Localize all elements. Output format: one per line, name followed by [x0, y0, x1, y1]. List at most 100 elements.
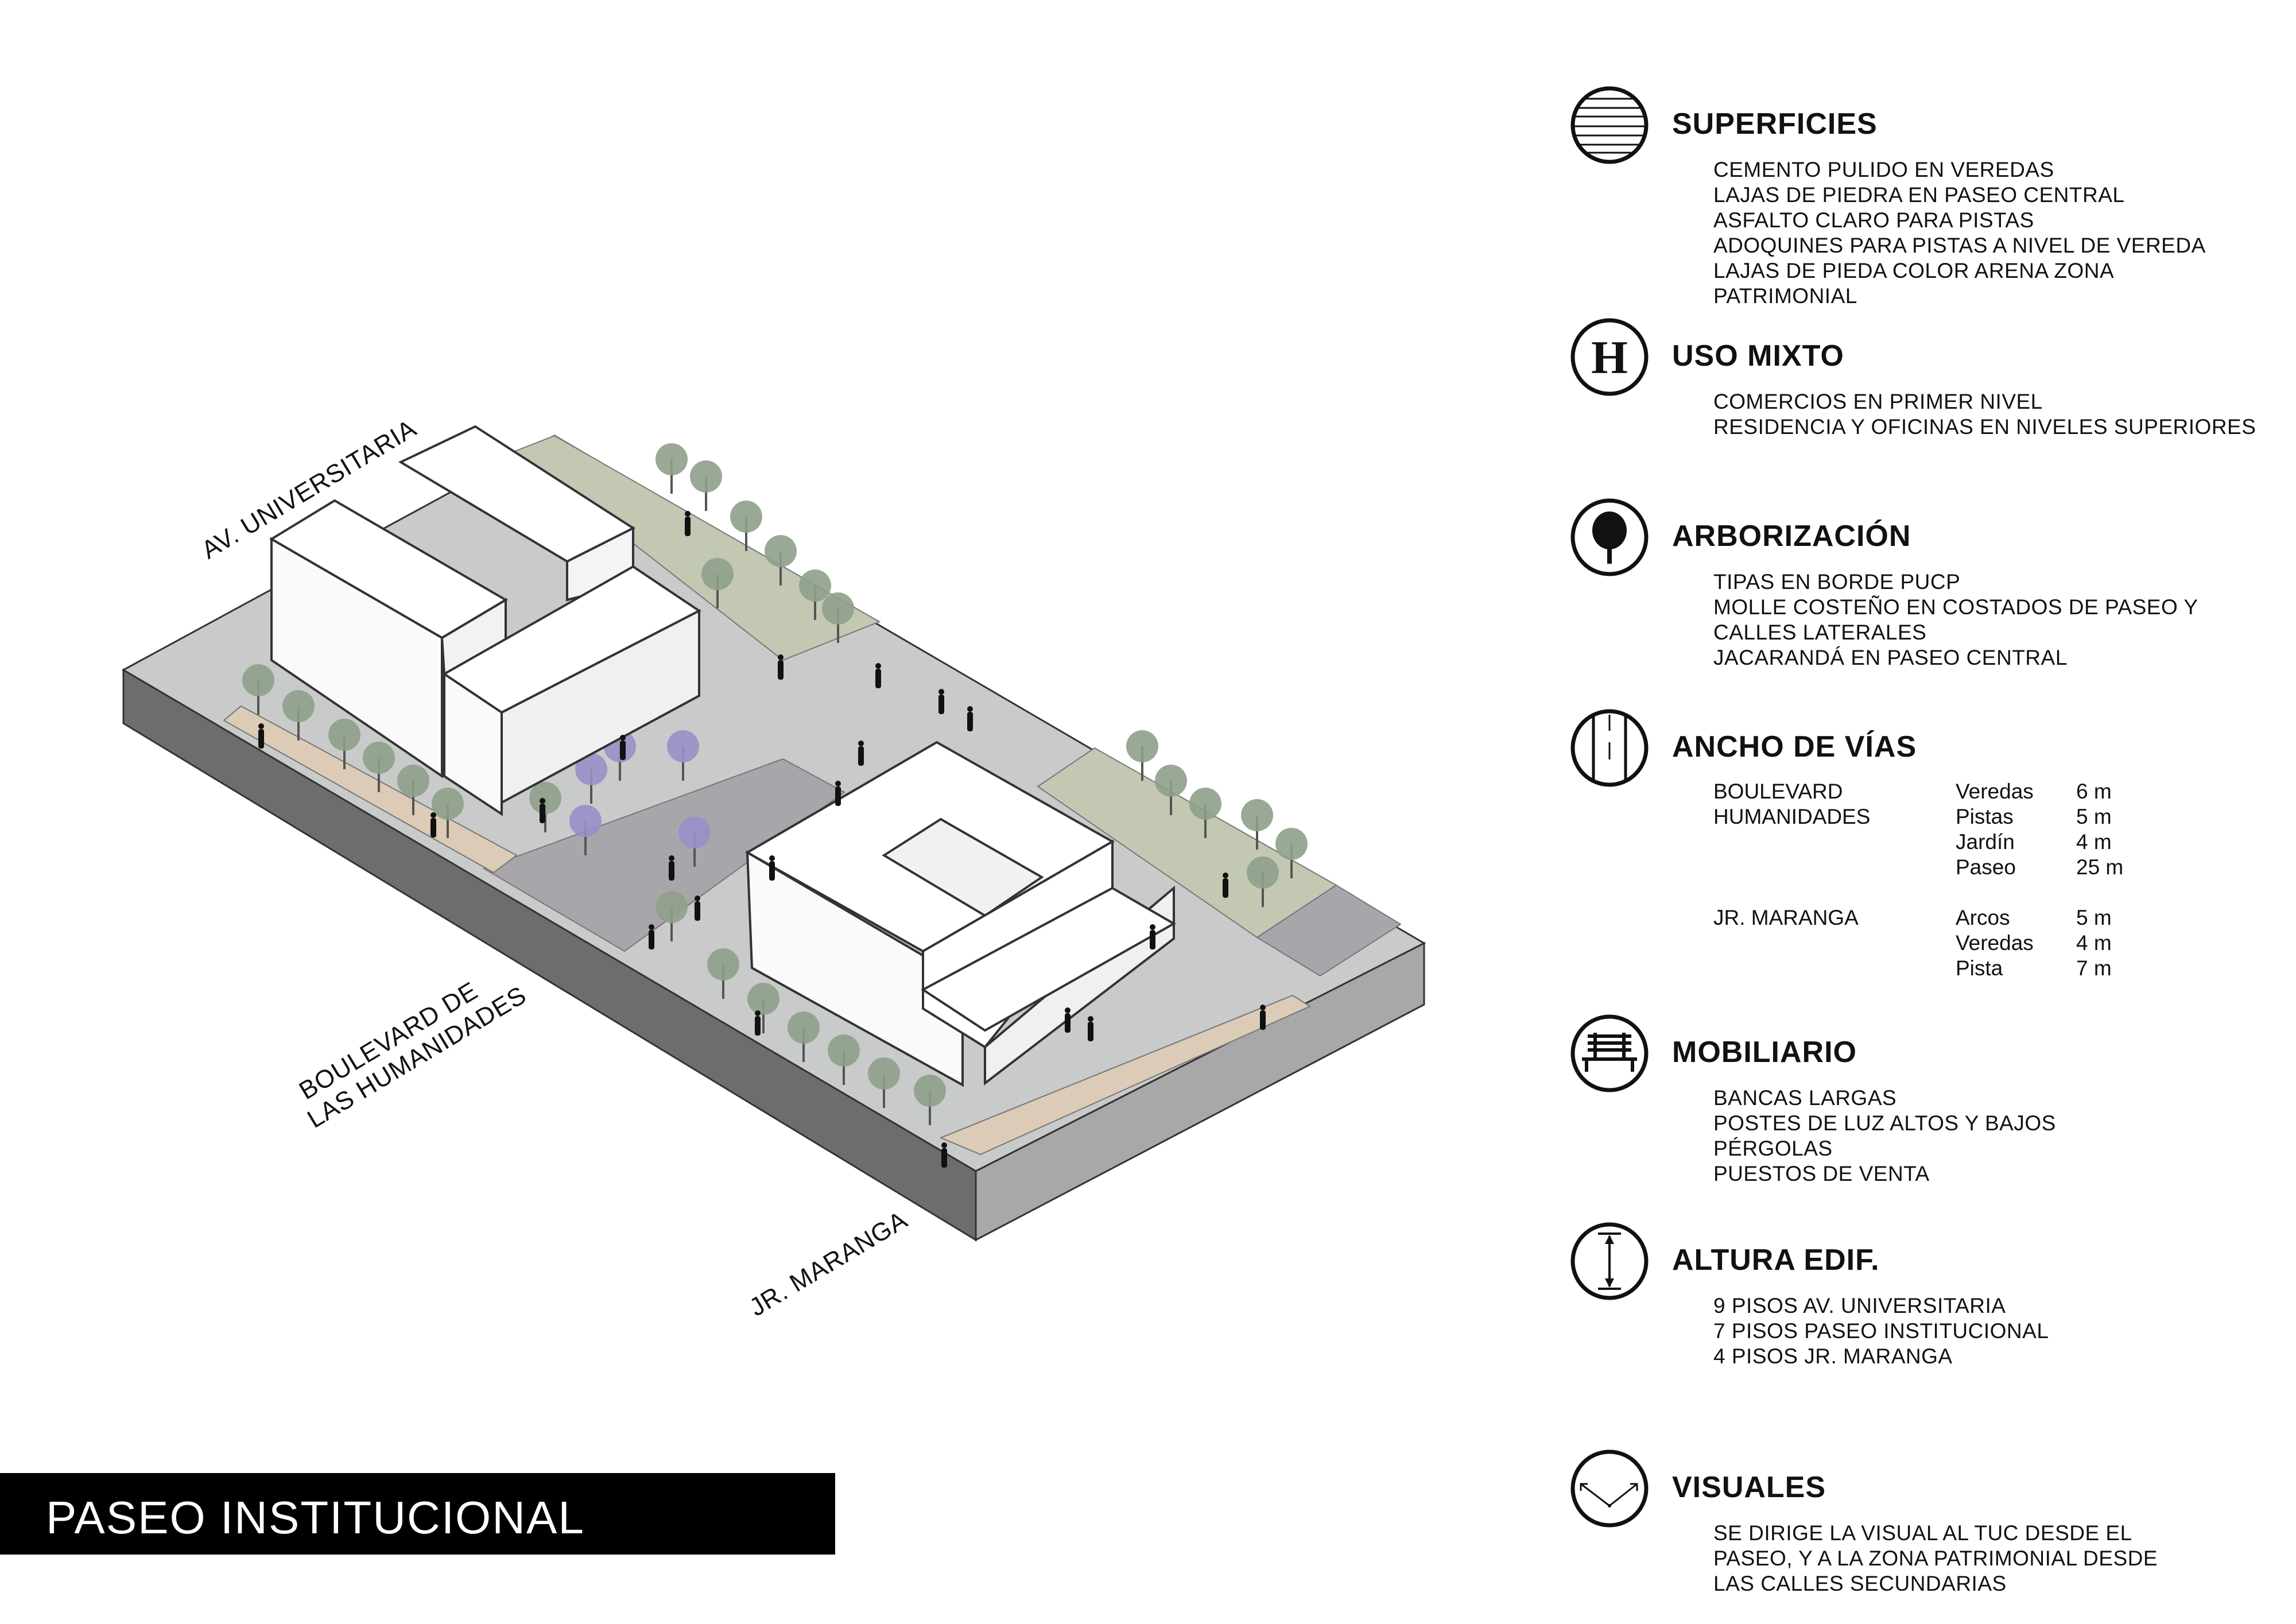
tree-icon: [1570, 498, 1649, 576]
legend-heading: ARBORIZACIÓN: [1672, 520, 1911, 553]
page-title: PASEO INSTITUCIONAL: [46, 1492, 585, 1543]
pedestrian-figure: [430, 818, 436, 838]
tree-canopy: [822, 592, 854, 625]
legend-line: 4 PISOS JR. MARANGA: [1713, 1344, 1953, 1368]
legend-heading: USO MIXTO: [1672, 339, 1844, 373]
type: Paseo: [1956, 855, 2016, 879]
pedestrian-figure: [669, 861, 674, 881]
type: Arcos: [1956, 906, 2010, 929]
pedestrian-head: [430, 812, 436, 818]
pedestrian-figure: [258, 729, 264, 749]
pedestrian-figure: [1150, 930, 1155, 949]
width: 4 m: [2076, 931, 2112, 955]
view-arrows-icon: [1570, 1449, 1649, 1528]
legend-line: MOLLE COSTEÑO EN COSTADOS DE PASEO Y: [1713, 595, 2198, 619]
pedestrian-head: [695, 896, 700, 901]
pedestrian-figure: [540, 804, 545, 823]
pedestrian-figure: [1260, 1010, 1266, 1030]
type: Pistas: [1956, 805, 2014, 828]
pedestrian-head: [875, 663, 881, 669]
tree-canopy: [914, 1075, 946, 1107]
pedestrian-figure: [967, 712, 973, 731]
pedestrian-figure: [875, 669, 881, 688]
pedestrians: [258, 511, 1266, 1168]
pedestrian-head: [620, 735, 626, 741]
pedestrian-figure: [685, 517, 691, 536]
tree-canopy: [328, 719, 360, 751]
building-av-universitaria-lower: [442, 565, 701, 816]
patrimonial-sand-walk: [939, 994, 1312, 1156]
pedestrian-head: [835, 781, 841, 786]
tree-canopy: [1241, 799, 1273, 831]
tree-canopy: [1189, 788, 1221, 820]
type: Pista: [1956, 956, 2003, 980]
tree-canopy: [868, 1057, 900, 1090]
legend-line: 9 PISOS AV. UNIVERSITARIA: [1713, 1294, 2006, 1317]
legend-heading: ALTURA EDIF.: [1672, 1243, 1880, 1277]
paving-lines-icon: [1570, 86, 1649, 164]
legend-line: PUESTOS DE VENTA: [1713, 1162, 1930, 1185]
pedestrian-head: [540, 798, 545, 804]
legend-heading: ANCHO DE VÍAS: [1672, 730, 1917, 763]
pedestrian-head: [1088, 1016, 1093, 1022]
building-paseo-institucional: [744, 741, 1177, 1087]
legend-line: POSTES DE LUZ ALTOS Y BAJOS: [1713, 1111, 2056, 1135]
pedestrian-figure: [778, 660, 784, 680]
legend-line: TIPAS EN BORDE PUCP: [1713, 570, 1961, 594]
street: BOULEVARD: [1713, 780, 1843, 803]
street: JR. MARANGA: [1713, 906, 1859, 929]
pedestrian-head: [858, 741, 864, 746]
width: 7 m: [2076, 956, 2112, 980]
legend-line: CALLES LATERALES: [1713, 621, 1927, 644]
legend-heading: MOBILIARIO: [1672, 1036, 1857, 1069]
pedestrian-head: [1065, 1007, 1071, 1013]
title-bar: PASEO INSTITUCIONAL: [0, 1473, 835, 1555]
pedestrian-head: [1150, 924, 1155, 930]
pedestrian-head: [941, 1142, 947, 1148]
pedestrian-head: [685, 511, 691, 517]
tree-canopy: [667, 730, 699, 762]
legend-line: RESIDENCIA Y OFICINAS EN NIVELES SUPERIO…: [1713, 415, 2256, 439]
pedestrian-figure: [769, 861, 775, 881]
pedestrian-head: [649, 924, 654, 930]
pedestrian-head: [769, 855, 775, 861]
width: 4 m: [2076, 830, 2112, 854]
pedestrian-head: [778, 654, 784, 660]
tree-canopy: [765, 535, 797, 567]
type: Veredas: [1956, 931, 2034, 955]
tree-canopy: [707, 948, 739, 980]
tree-canopy: [747, 983, 779, 1015]
pedestrian-head: [258, 723, 264, 729]
legend-line: LAJAS DE PIEDA COLOR ARENA ZONA: [1713, 259, 2115, 282]
width: 6 m: [2076, 780, 2112, 803]
tree-canopy: [828, 1034, 860, 1067]
legend-line: LAS CALLES SECUNDARIAS: [1713, 1572, 2007, 1595]
legend-line: PÉRGOLAS: [1713, 1137, 1833, 1160]
legend-line: COMERCIOS EN PRIMER NIVEL: [1713, 390, 2043, 413]
courtyard: [882, 817, 1044, 917]
paseo-central-paving: [482, 758, 846, 952]
pedestrian-figure: [649, 930, 654, 949]
street: HUMANIDADES: [1713, 805, 1871, 828]
tree-canopy: [432, 788, 464, 820]
width: 25 m: [2076, 855, 2124, 879]
pedestrian-head: [755, 1010, 761, 1016]
legend-line: PATRIMONIAL: [1713, 284, 1857, 308]
tree-canopy: [701, 558, 734, 590]
legend-line: JACARANDÁ EN PASEO CENTRAL: [1713, 646, 2068, 669]
type: Jardín: [1956, 830, 2015, 854]
boulevard-sand-walk: [223, 705, 518, 874]
tree-canopy: [1275, 828, 1308, 860]
legend-line: LAJAS DE PIEDRA EN PASEO CENTRAL: [1713, 183, 2125, 207]
legend-line: ADOQUINES PARA PISTAS A NIVEL DE VEREDA: [1713, 234, 2206, 257]
height-arrow-icon: [1570, 1222, 1649, 1300]
building-h-icon: H: [1570, 318, 1649, 396]
green-strip-north: [513, 435, 881, 661]
svg-text:H: H: [1591, 331, 1628, 383]
pedestrian-figure: [695, 901, 700, 921]
tree-canopy: [569, 805, 602, 837]
legend-heading: SUPERFICIES: [1672, 107, 1878, 141]
width: 5 m: [2076, 906, 2112, 929]
pedestrian-figure: [1088, 1022, 1093, 1041]
tree-canopy: [656, 443, 688, 475]
